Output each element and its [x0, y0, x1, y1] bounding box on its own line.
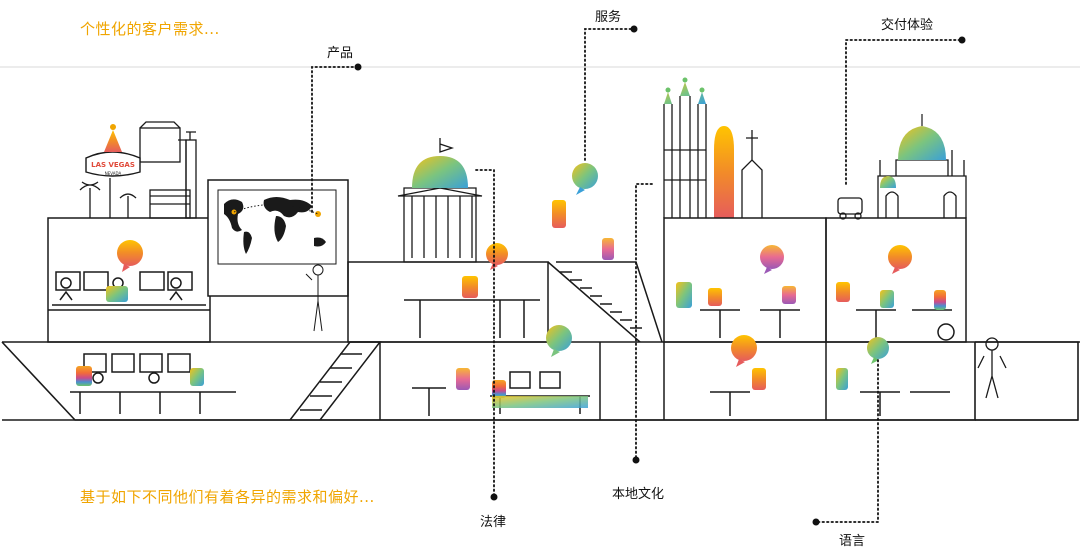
- capitol-dome: [412, 156, 468, 188]
- headline-bottom: 基于如下不同他们有着各异的需求和偏好...: [80, 488, 375, 506]
- speech-bubble-right-3: [731, 335, 757, 367]
- las-vegas-sign-subtext: NEVADA: [105, 171, 122, 176]
- label-service: 服务: [595, 10, 622, 25]
- label-product: 产品: [327, 46, 354, 61]
- person-right-3: [782, 286, 796, 304]
- person-right-4: [836, 282, 850, 302]
- las-vegas-sign: LAS VEGAS NEVADA: [85, 124, 141, 177]
- speech-bubble-language: [867, 337, 889, 364]
- person-right-1: [676, 282, 692, 308]
- barcelona-spires: [664, 82, 706, 104]
- person-right-8: [836, 368, 848, 390]
- speech-bubble-service: [572, 163, 598, 195]
- speech-bubble-center-lower: [546, 325, 572, 357]
- person-center-3: [492, 380, 506, 398]
- person-center-1: [462, 276, 478, 298]
- speech-bubble-left: [117, 240, 143, 272]
- left-office-block: [47, 217, 236, 414]
- callout-lines: [311, 28, 963, 523]
- person-left-3: [190, 368, 204, 386]
- label-delivery-experience: 交付体验: [881, 18, 934, 33]
- las-vegas-skyline: [79, 121, 197, 219]
- person-right-2: [708, 288, 722, 306]
- person-stairs-2: [602, 238, 614, 260]
- agbar-tower: [714, 126, 734, 218]
- speech-bubble-right-1: [760, 245, 784, 274]
- taj-dome: [898, 126, 946, 160]
- person-center-2: [456, 368, 470, 390]
- team-table-center: [492, 396, 588, 408]
- person-left-1: [106, 286, 128, 302]
- speech-bubble-right-2: [888, 245, 912, 274]
- right-office-block: [663, 217, 967, 420]
- person-stairs: [552, 200, 566, 228]
- stern-person: [977, 337, 1007, 399]
- speech-bubble-center: [486, 243, 508, 270]
- callout-dots: [354, 25, 966, 526]
- person-right-5: [880, 290, 894, 308]
- label-language: 语言: [839, 534, 866, 549]
- headline-top: 个性化的客户需求...: [80, 20, 220, 38]
- ship-hull: [1, 341, 1080, 421]
- label-local-culture: 本地文化: [612, 487, 665, 502]
- person-left-2: [76, 366, 92, 386]
- person-right-6: [934, 290, 946, 310]
- label-legal: 法律: [480, 515, 507, 530]
- person-right-7: [752, 368, 766, 390]
- world-map-panel: [207, 179, 349, 332]
- barcelona-skyline: [663, 96, 763, 218]
- tuk-tuk: [837, 197, 863, 220]
- taj-small-dome: [880, 176, 896, 188]
- las-vegas-sign-text: LAS VEGAS: [91, 161, 135, 169]
